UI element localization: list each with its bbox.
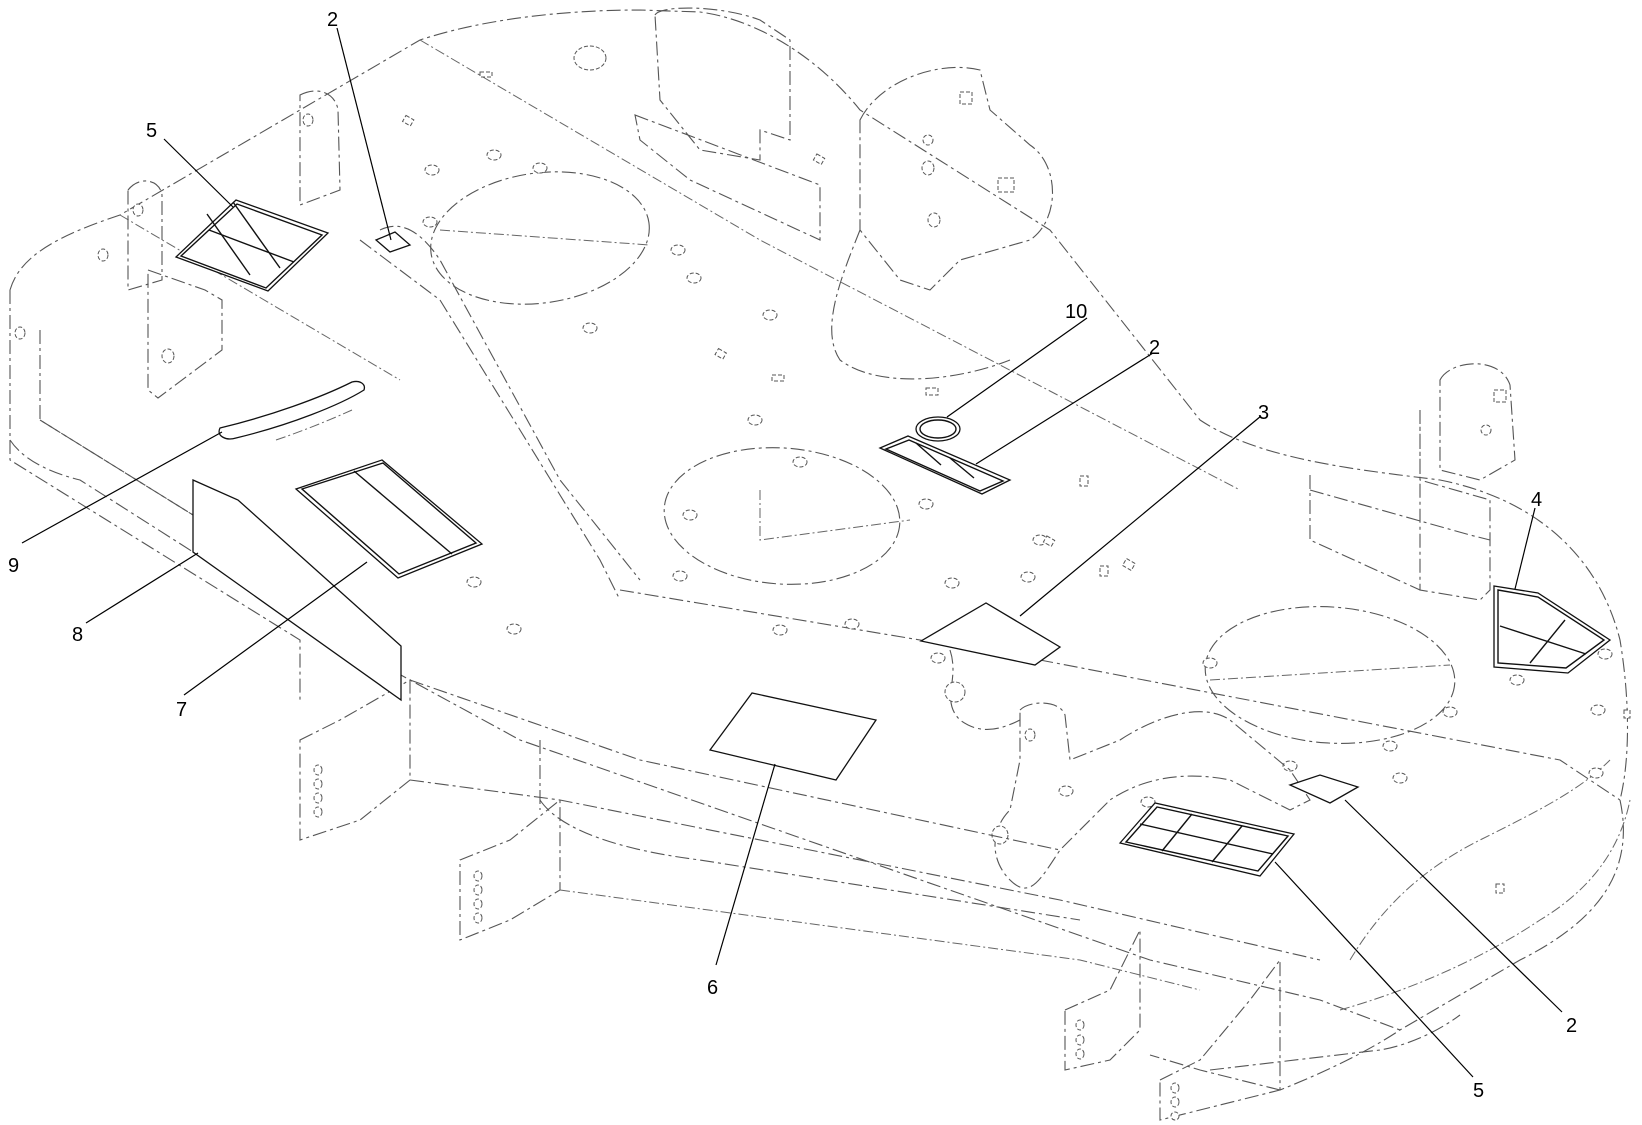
callout-4: 4 bbox=[1531, 489, 1542, 511]
center-rear-brackets bbox=[573, 7, 1054, 380]
decal-9 bbox=[218, 380, 366, 441]
front-center-bracket bbox=[944, 649, 1311, 889]
decal-2-top bbox=[374, 231, 412, 253]
decal-3 bbox=[919, 602, 1062, 666]
front-pivot-brackets bbox=[299, 679, 1461, 1121]
decal-10-round bbox=[915, 416, 961, 442]
decal-8 bbox=[192, 478, 402, 702]
decal-4 bbox=[1493, 585, 1612, 674]
callout-2-bottom: 2 bbox=[1566, 1015, 1577, 1037]
decal-2-center bbox=[878, 435, 1012, 495]
decal-6 bbox=[708, 692, 878, 781]
right-side-bracket bbox=[1309, 363, 1516, 601]
callout-5-bottom: 5 bbox=[1473, 1080, 1484, 1102]
callout-5-left: 5 bbox=[146, 120, 157, 142]
decal-7 bbox=[294, 459, 484, 579]
callout-10: 10 bbox=[1065, 301, 1087, 323]
leader-lines bbox=[21, 27, 1563, 1078]
callout-6: 6 bbox=[707, 977, 718, 999]
decal-5-left bbox=[174, 199, 330, 292]
deck-outline bbox=[9, 9, 1631, 1091]
callout-2-top: 2 bbox=[327, 9, 338, 31]
left-rear-bracket bbox=[14, 90, 341, 399]
callout-3: 3 bbox=[1258, 402, 1269, 424]
callout-7: 7 bbox=[176, 699, 187, 721]
deck-slots bbox=[401, 71, 1631, 894]
deck-holes bbox=[422, 149, 1613, 808]
callout-labels: 2 5 10 2 3 4 9 8 7 6 2 5 bbox=[8, 9, 1577, 1102]
decal-2-bottom bbox=[1288, 774, 1360, 804]
callout-2-center: 2 bbox=[1149, 337, 1160, 359]
callout-9: 9 bbox=[8, 555, 19, 577]
decal-5-bottom bbox=[1118, 802, 1296, 877]
callout-8: 8 bbox=[72, 624, 83, 646]
